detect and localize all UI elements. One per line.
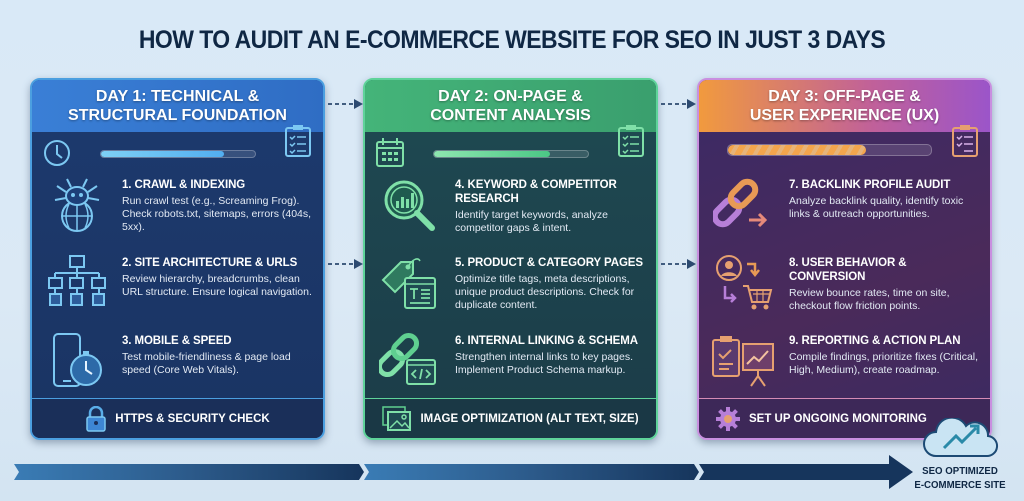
day-2-heading-line2: CONTENT ANALYSIS (430, 107, 591, 124)
step-3: 3. MOBILE & SPEED Test mobile-friendlines… (32, 330, 323, 408)
day-3-card: DAY 3: OFF-PAGE & USER EXPERIENCE (UX) 7.… (697, 78, 992, 440)
footer-label: HTTPS & SECURITY CHECK (115, 412, 270, 425)
magnifier-chart-icon (384, 180, 435, 231)
arrow-connector-icon (661, 99, 696, 109)
day-2-heading: DAY 2: ON-PAGE & CONTENT ANALYSIS (365, 80, 656, 132)
step-title: 5. PRODUCT & CATEGORY PAGES (455, 257, 643, 269)
step-1: 1. CRAWL & INDEXING Run crawl test (e.g.,… (32, 174, 323, 252)
user-cart-icon (716, 255, 773, 310)
backlink-chain-icon (713, 178, 768, 228)
step-description: Test mobile-friendliness & page load spe… (122, 351, 291, 376)
lock-icon (86, 405, 107, 432)
step-title: 6. INTERNAL LINKING & SCHEMA (455, 335, 638, 347)
checklist-icon (618, 125, 644, 157)
step-5: 5. PRODUCT & CATEGORY PAGES Optimize titl… (365, 252, 656, 330)
step-description: Review hierarchy, breadcrumbs, clean URL… (122, 273, 312, 298)
step-7: 7. BACKLINK PROFILE AUDIT Analyze backlin… (699, 174, 990, 252)
step-description: Strengthen internal links to key pages. … (455, 351, 634, 376)
checklist-icon (952, 125, 978, 157)
step-description: Identify target keywords, analyze compet… (455, 209, 608, 234)
footer-label: SET UP ONGOING MONITORING (749, 412, 927, 425)
day-2-card: DAY 2: ON-PAGE & CONTENT ANALYSIS 4. KEYW… (363, 78, 658, 440)
day-1-heading: DAY 1: TECHNICAL & STRUCTURAL FOUNDATION (32, 80, 323, 132)
step-title: 2. SITE ARCHITECTURE & URLS (122, 257, 298, 269)
arrow-connector-icon (661, 259, 696, 269)
clock-icon (44, 140, 70, 166)
step-description: Compile findings, prioritize fixes (Crit… (789, 351, 979, 376)
step-title: 8. USER BEHAVIOR & CONVERSION (789, 257, 907, 283)
day-3-progress-bar (727, 144, 932, 156)
checklist-icon (285, 125, 311, 157)
step-description: Optimize title tags, meta descriptions, … (455, 273, 635, 311)
link-code-icon (379, 332, 436, 385)
day-3-heading-line1: DAY 3: OFF-PAGE & (768, 88, 921, 105)
day-1-footer: HTTPS & SECURITY CHECK (32, 398, 323, 438)
price-tag-page-icon (381, 258, 436, 309)
step-4: 4. KEYWORD & COMPETITOR RESEARCH Identify… (365, 174, 656, 252)
step-title: 4. KEYWORD & COMPETITOR RESEARCH (455, 179, 617, 205)
arrow-connector-icon (328, 99, 363, 109)
step-6: 6. INTERNAL LINKING & SCHEMA Strengthen i… (365, 330, 656, 408)
step-description: Run crawl test (e.g., Screaming Frog). C… (122, 195, 312, 233)
goal-label-line2: E-COMMERCE SITE (914, 479, 1006, 491)
step-8: 8. USER BEHAVIOR & CONVERSION Review boun… (699, 252, 990, 330)
goal-badge: SEO OPTIMIZED E-COMMERCE SITE (905, 416, 1015, 491)
day-2-footer: IMAGE OPTIMIZATION (ALT TEXT, SIZE) (365, 398, 656, 438)
arrow-connector-icon (328, 259, 363, 269)
spider-globe-icon (54, 178, 100, 232)
step-2: 2. SITE ARCHITECTURE & URLS Review hierar… (32, 252, 323, 330)
image-icon (382, 405, 412, 431)
clipboard-presentation-icon (712, 336, 774, 387)
step-title: 3. MOBILE & SPEED (122, 335, 232, 347)
day-1-heading-line2: STRUCTURAL FOUNDATION (68, 107, 287, 124)
step-description: Review bounce rates, time on site, check… (789, 287, 950, 312)
step-description: Analyze backlink quality, identify toxic… (789, 195, 964, 220)
footer-label: IMAGE OPTIMIZATION (ALT TEXT, SIZE) (420, 412, 639, 425)
day-1-progress-bar (100, 150, 256, 158)
cloud-growth-icon (923, 416, 998, 458)
calendar-icon (376, 138, 404, 167)
day-1-card: DAY 1: TECHNICAL &STRUCTURAL FOUNDATION … (30, 78, 325, 440)
site-hierarchy-icon (48, 255, 106, 306)
day-2-progress-bar (433, 150, 589, 158)
day-3-heading: DAY 3: OFF-PAGE & USER EXPERIENCE (UX) (699, 80, 990, 132)
step-title: 9. REPORTING & ACTION PLAN (789, 335, 961, 347)
mobile-stopwatch-icon (53, 333, 102, 387)
step-title: 7. BACKLINK PROFILE AUDIT (789, 179, 951, 191)
day-1-heading-line1: DAY 1: TECHNICAL & (95, 88, 260, 105)
gear-icon (716, 406, 740, 431)
day-2-heading-line1: DAY 2: ON-PAGE & (438, 88, 583, 105)
timeline-arrow-icon (14, 455, 913, 489)
day-3-heading-line2: USER EXPERIENCE (UX) (749, 107, 940, 124)
goal-label-line1: SEO OPTIMIZED (922, 465, 998, 477)
step-9: 9. REPORTING & ACTION PLAN Compile findin… (699, 330, 990, 408)
page-title: HOW TO AUDIT AN E-COMMERCE WEBSITE FOR S… (138, 26, 886, 54)
step-title: 1. CRAWL & INDEXING (122, 179, 246, 191)
